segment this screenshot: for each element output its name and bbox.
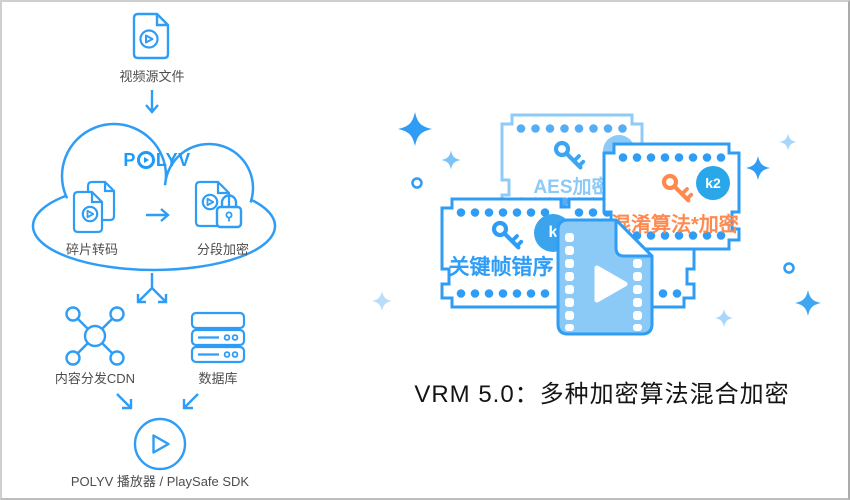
sparkle-circle-right <box>783 262 795 274</box>
aes-key-icon <box>553 140 586 170</box>
db-label: 数据库 <box>198 371 238 386</box>
cdn-label: 内容分发CDN <box>54 371 136 386</box>
left-flow-graphics <box>31 12 277 471</box>
branch-arrows <box>136 273 168 304</box>
polyv-logo-o-play-icon <box>136 151 155 169</box>
player-icon <box>133 417 187 471</box>
scramble-badge: k2 <box>696 166 730 200</box>
polyv-logo-rest: LYV <box>155 149 191 170</box>
fragment-transcode-icon <box>72 180 116 234</box>
sparkle-star-bottom-left <box>372 291 392 311</box>
vrm-caption: VRM 5.0：多种加密算法混合加密 <box>414 381 790 408</box>
sparkle-star-small-left <box>441 150 461 170</box>
video-file-perforations <box>565 233 642 331</box>
scramble-strip-perforations <box>618 153 726 240</box>
arrow-transcode-to-encrypt <box>146 208 170 222</box>
scramble-strip-label: 混淆算法*加密 <box>611 214 739 236</box>
segment-encrypt-icon <box>194 180 243 229</box>
database-icon <box>190 311 246 364</box>
source-file-label: 视频源文件 <box>119 69 185 84</box>
sparkle-star-right-solid <box>746 156 770 180</box>
sparkle-star-top-right-light <box>779 133 797 151</box>
keyframe-strip-label: 关键帧错序 <box>448 256 554 279</box>
sparkle-circle-left <box>411 177 423 189</box>
converge-arrows <box>116 393 199 410</box>
polyv-logo-p: P <box>123 149 136 170</box>
keyframe-key-icon <box>491 220 524 250</box>
cdn-network-icon <box>65 306 125 366</box>
video-file-icon <box>556 218 654 336</box>
video-file-play-icon <box>594 265 628 303</box>
aes-strip-label: AES加密 <box>533 177 611 198</box>
video-source-file-icon <box>132 12 170 60</box>
player-label: POLYV 播放器 / PlaySafe SDK <box>70 474 250 489</box>
encrypt-label: 分段加密 <box>196 242 249 257</box>
transcode-label: 碎片转码 <box>65 242 118 257</box>
polyv-logo: P LYV <box>118 150 196 170</box>
scramble-key-icon <box>661 173 694 203</box>
sparkle-star-large-left <box>398 112 432 146</box>
arrow-source-to-cloud <box>145 90 159 114</box>
sparkle-star-under-strip <box>715 309 733 327</box>
sparkle-star-bottom-right <box>795 290 821 316</box>
